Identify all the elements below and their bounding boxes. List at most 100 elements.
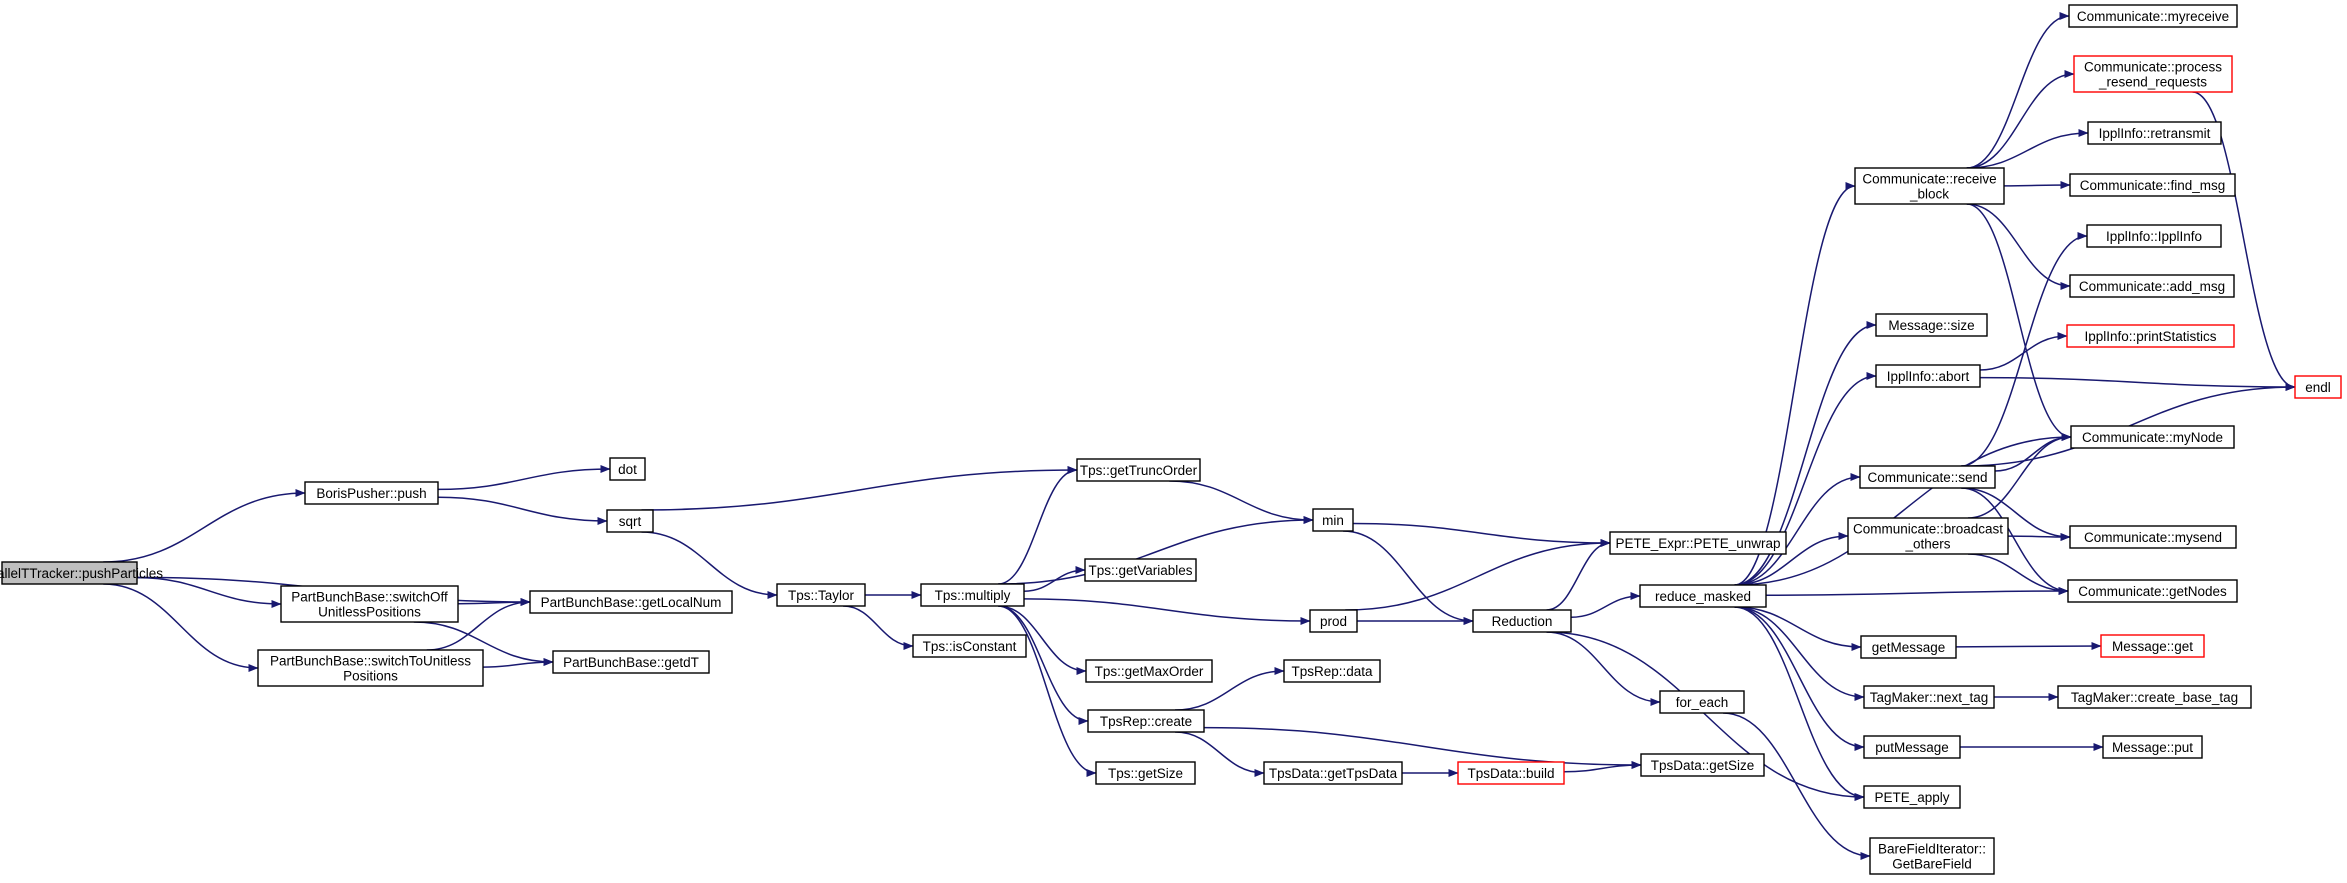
node-ipplinfo-abort[interactable]: IpplInfo::abort: [1875, 364, 1981, 388]
node-box: [2087, 121, 2222, 145]
call-edge: [1722, 712, 1871, 860]
node-reduction[interactable]: Reduction: [1472, 609, 1572, 633]
node-message-put[interactable]: Message::put: [2102, 735, 2203, 759]
node-tpsrep-data[interactable]: TpsRep::data: [1283, 659, 1381, 683]
call-edge: [1966, 12, 2070, 169]
node-tpsrep-create[interactable]: TpsRep::create: [1087, 709, 1205, 733]
call-edge: [1546, 539, 1611, 611]
node-tpsdata-build[interactable]: TpsData::build: [1457, 761, 1565, 785]
call-edges: [103, 12, 2296, 860]
node-putmessage[interactable]: putMessage: [1863, 735, 1961, 759]
node-label: BorisPusher::push: [316, 486, 426, 501]
node-parallelttracker-pushparticles[interactable]: ParallelTTracker::pushParticles: [0, 561, 163, 585]
node-message-size[interactable]: Message::size: [1875, 313, 1988, 337]
call-edge: [1961, 232, 2088, 467]
node-reduce-masked[interactable]: reduce_masked: [1639, 584, 1767, 608]
node-tps-gettruncorder[interactable]: Tps::getTruncOrder: [1076, 458, 1201, 482]
node-ipplinfo-retransmit[interactable]: IpplInfo::retransmit: [2087, 121, 2222, 145]
node-label: IpplInfo::retransmit: [2099, 126, 2211, 141]
node-label: Communicate::getNodes: [2078, 584, 2227, 599]
node-tpsdata-getsize[interactable]: TpsData::getSize: [1640, 753, 1765, 777]
call-edge: [437, 496, 608, 525]
call-edge: [426, 598, 531, 651]
node-label: Tps::getVariables: [1088, 563, 1192, 578]
call-edge: [998, 605, 1089, 725]
node-label: Message::put: [2112, 740, 2193, 755]
node-communicate-myreceive[interactable]: Communicate::myreceive: [2068, 4, 2238, 28]
node-message-get[interactable]: Message::get: [2100, 634, 2205, 658]
call-edge: [641, 531, 778, 599]
node-tagmaker-next-tag[interactable]: TagMaker::next_tag: [1863, 685, 1995, 709]
node-barefielditerator-getbarefield[interactable]: BareFieldIterator::GetBareField: [1869, 837, 1995, 875]
node-communicate-getnodes[interactable]: Communicate::getNodes: [2067, 579, 2238, 603]
node-label: PETE_Expr::PETE_unwrap: [1615, 536, 1780, 551]
node-dot[interactable]: dot: [609, 457, 646, 481]
node-box: [304, 481, 439, 505]
node-communicate-mynode[interactable]: Communicate::myNode: [2070, 425, 2235, 449]
node-box: [1875, 313, 1988, 337]
node-partbunchbase-switchoffunitlesspositions[interactable]: PartBunchBase::switchOffUnitlessPosition…: [280, 585, 459, 623]
node-partbunchbase-getdt[interactable]: PartBunchBase::getdT: [552, 650, 710, 674]
node-box: [606, 509, 654, 533]
node-box: [1087, 709, 1205, 733]
node-communicate-send[interactable]: Communicate::send: [1859, 465, 1996, 489]
node-label: PETE_apply: [1874, 790, 1949, 805]
node-partbunchbase-getlocalnum[interactable]: PartBunchBase::getLocalNum: [529, 590, 733, 614]
call-edge: [1734, 182, 1856, 586]
node-ipplinfo-printstatistics[interactable]: IpplInfo::printStatistics: [2066, 324, 2235, 348]
call-edge: [1023, 566, 1086, 592]
node-label: TpsRep::create: [1100, 714, 1192, 729]
node-label: Tps::multiply: [935, 588, 1011, 603]
node-tpsdata-gettpsdata[interactable]: TpsData::getTpsData: [1263, 761, 1403, 785]
node-communicate-find-msg[interactable]: Communicate::find_msg: [2069, 173, 2236, 197]
call-edge: [998, 466, 1078, 585]
node-box: [2068, 4, 2238, 28]
node-prod[interactable]: prod: [1309, 609, 1358, 633]
node-box: [2069, 274, 2235, 298]
node-box: [2069, 525, 2237, 549]
call-edge: [1734, 372, 1877, 586]
node-communicate-add-msg[interactable]: Communicate::add_msg: [2069, 274, 2235, 298]
node-tagmaker-create-base-tag[interactable]: TagMaker::create_base_tag: [2057, 685, 2252, 709]
node-tps-getvariables[interactable]: Tps::getVariables: [1084, 558, 1197, 582]
call-edge: [842, 605, 914, 650]
call-edge: [1966, 203, 2071, 290]
node-box: [912, 634, 1027, 658]
node-box: [1639, 584, 1767, 608]
node-pete-expr-pete-unwrap[interactable]: PETE_Expr::PETE_unwrap: [1609, 531, 1787, 555]
node-label: putMessage: [1875, 740, 1949, 755]
node-label: Tps::Taylor: [788, 588, 855, 603]
node-label: GetBareField: [1892, 857, 1972, 872]
node-tps-isconstant[interactable]: Tps::isConstant: [912, 634, 1027, 658]
node-box: [2102, 735, 2203, 759]
node-box: [1095, 761, 1196, 785]
node-for-each[interactable]: for_each: [1659, 690, 1745, 714]
node-communicate-broadcast-others[interactable]: Communicate::broadcast_others: [1847, 517, 2009, 555]
call-edge: [1174, 667, 1285, 711]
node-label: Tps::getTruncOrder: [1080, 463, 1198, 478]
node-endl[interactable]: endl: [2294, 375, 2342, 399]
call-edge: [1563, 761, 1642, 773]
node-tps-taylor[interactable]: Tps::Taylor: [776, 583, 866, 607]
node-box: [1847, 517, 2009, 555]
node-tps-multiply[interactable]: Tps::multiply: [920, 583, 1025, 607]
node-ipplinfo-ipplinfo[interactable]: IpplInfo::IpplInfo: [2086, 224, 2222, 248]
node-label: TpsData::build: [1467, 766, 1554, 781]
node-label: PartBunchBase::getLocalNum: [541, 595, 722, 610]
node-sqrt[interactable]: sqrt: [606, 509, 654, 533]
node-borispusher-push[interactable]: BorisPusher::push: [304, 481, 439, 505]
node-communicate-mysend[interactable]: Communicate::mysend: [2069, 525, 2237, 549]
node-tps-getsize[interactable]: Tps::getSize: [1095, 761, 1196, 785]
node-getmessage[interactable]: getMessage: [1860, 635, 1957, 659]
node-tps-getmaxorder[interactable]: Tps::getMaxOrder: [1085, 659, 1213, 683]
call-edge: [1174, 731, 1265, 777]
node-box: [776, 583, 866, 607]
node-pete-apply[interactable]: PETE_apply: [1863, 785, 1961, 809]
node-min[interactable]: min: [1312, 508, 1354, 532]
call-edge: [1546, 631, 1661, 706]
call-edge: [2007, 532, 2071, 541]
node-communicate-process-resend-requests[interactable]: Communicate::process_resend_requests: [2073, 55, 2233, 93]
node-label: _resend_requests: [2098, 75, 2207, 90]
node-communicate-receive-block[interactable]: Communicate::receive_block: [1854, 167, 2005, 205]
